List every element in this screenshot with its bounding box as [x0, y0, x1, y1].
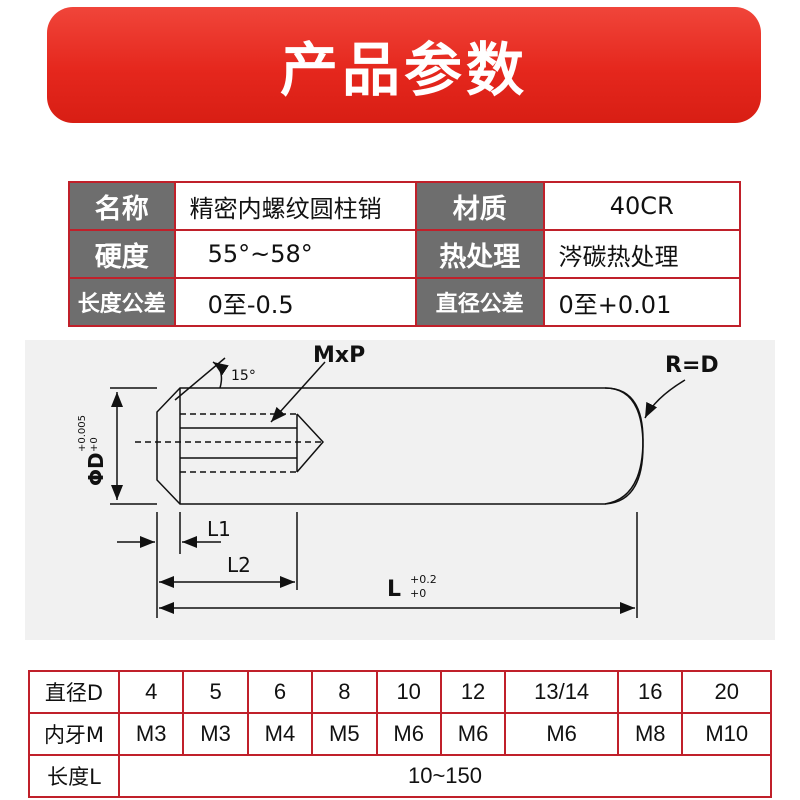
diameter-cell: 13/14: [504, 670, 620, 714]
pin-outline: [156, 387, 644, 505]
spec-table: 名称 精密内螺纹圆柱销 材质 40CR 硬度 55°~58° 热处理 涔碳热处理…: [68, 181, 742, 327]
spec-label: 名称: [68, 181, 176, 231]
angle-label: 15°: [231, 368, 256, 384]
diameter-label: ΦD: [84, 452, 108, 486]
diameter-cell: 5: [182, 670, 249, 714]
spec-row: 硬度 55°~58° 热处理 涔碳热处理: [68, 229, 742, 279]
radius-leader: [644, 379, 686, 419]
thread-cell: M6: [439, 712, 507, 756]
spec-value: 精密内螺纹圆柱销: [173, 181, 418, 231]
spec-label: 材质: [415, 181, 545, 231]
title-banner: 产品参数: [47, 7, 761, 123]
l2-label: L2: [227, 553, 251, 577]
diameter-row: 直径D 4 5 6 8 10 12 13/14 16 20: [28, 670, 772, 714]
length-tol-lower: +0: [410, 587, 426, 600]
technical-drawing: MxP 15° R=D L1 L2 L +0.2 +0 ΦD +0.005 +0: [25, 340, 775, 640]
drill-tip: [296, 413, 325, 473]
spec-label: 硬度: [68, 229, 176, 279]
thread-cell: M4: [246, 712, 314, 756]
thread-row: 内牙M M3 M3 M4 M5 M6 M6 M6 M8 M10: [28, 712, 772, 756]
spec-value: 涔碳热处理: [542, 229, 742, 279]
row-label-length: 长度L: [28, 754, 120, 798]
angle-leader-arc: [212, 361, 229, 389]
thread-cell: M10: [681, 712, 772, 756]
diameter-cell: 8: [311, 670, 378, 714]
spec-value: 0至-0.5: [173, 277, 418, 327]
row-label-diameter: 直径D: [28, 670, 120, 714]
spec-row: 长度公差 0至-0.5 直径公差 0至+0.01: [68, 277, 742, 327]
diameter-tol-upper: +0.005: [77, 415, 88, 452]
spec-row: 名称 精密内螺纹圆柱销 材质 40CR: [68, 181, 742, 231]
length-label: L: [387, 577, 401, 602]
thread-leader: [270, 361, 326, 423]
banner-title: 产品参数: [279, 36, 528, 104]
thread-cell: M3: [117, 712, 185, 756]
diameter-cell: 6: [246, 670, 314, 714]
length-range-cell: 10~150: [118, 754, 772, 798]
thread-cell: M5: [311, 712, 378, 756]
diameter-cell: 16: [617, 670, 684, 714]
spec-label: 直径公差: [415, 277, 545, 327]
spec-value: 40CR: [542, 181, 742, 231]
thread-cell: M8: [617, 712, 684, 756]
thread-cell: M6: [504, 712, 620, 756]
l1-label: L1: [207, 517, 231, 541]
length-tol-upper: +0.2: [410, 573, 437, 586]
angle-leader: [174, 357, 226, 401]
diameter-tol-lower: +0: [89, 437, 100, 452]
round-end: [604, 387, 644, 505]
pin-diagram-svg: MxP 15° R=D L1 L2 L +0.2 +0 ΦD +0.005 +0: [77, 343, 719, 618]
diameter-cell: 4: [117, 670, 185, 714]
length-row: 长度L 10~150: [28, 754, 772, 798]
thread-cell: M6: [375, 712, 442, 756]
spec-value: 0至+0.01: [542, 277, 742, 327]
spec-value: 55°~58°: [173, 229, 418, 279]
radius-label: R=D: [665, 353, 719, 378]
diameter-cell: 10: [375, 670, 442, 714]
diameter-cell: 20: [681, 670, 772, 714]
diameter-cell: 12: [439, 670, 507, 714]
thread-label: MxP: [313, 343, 365, 368]
size-table: 直径D 4 5 6 8 10 12 13/14 16 20 内牙M M3 M3 …: [28, 670, 772, 798]
spec-label: 长度公差: [68, 277, 176, 327]
row-label-thread: 内牙M: [28, 712, 120, 756]
spec-label: 热处理: [415, 229, 545, 279]
thread-cell: M3: [182, 712, 249, 756]
